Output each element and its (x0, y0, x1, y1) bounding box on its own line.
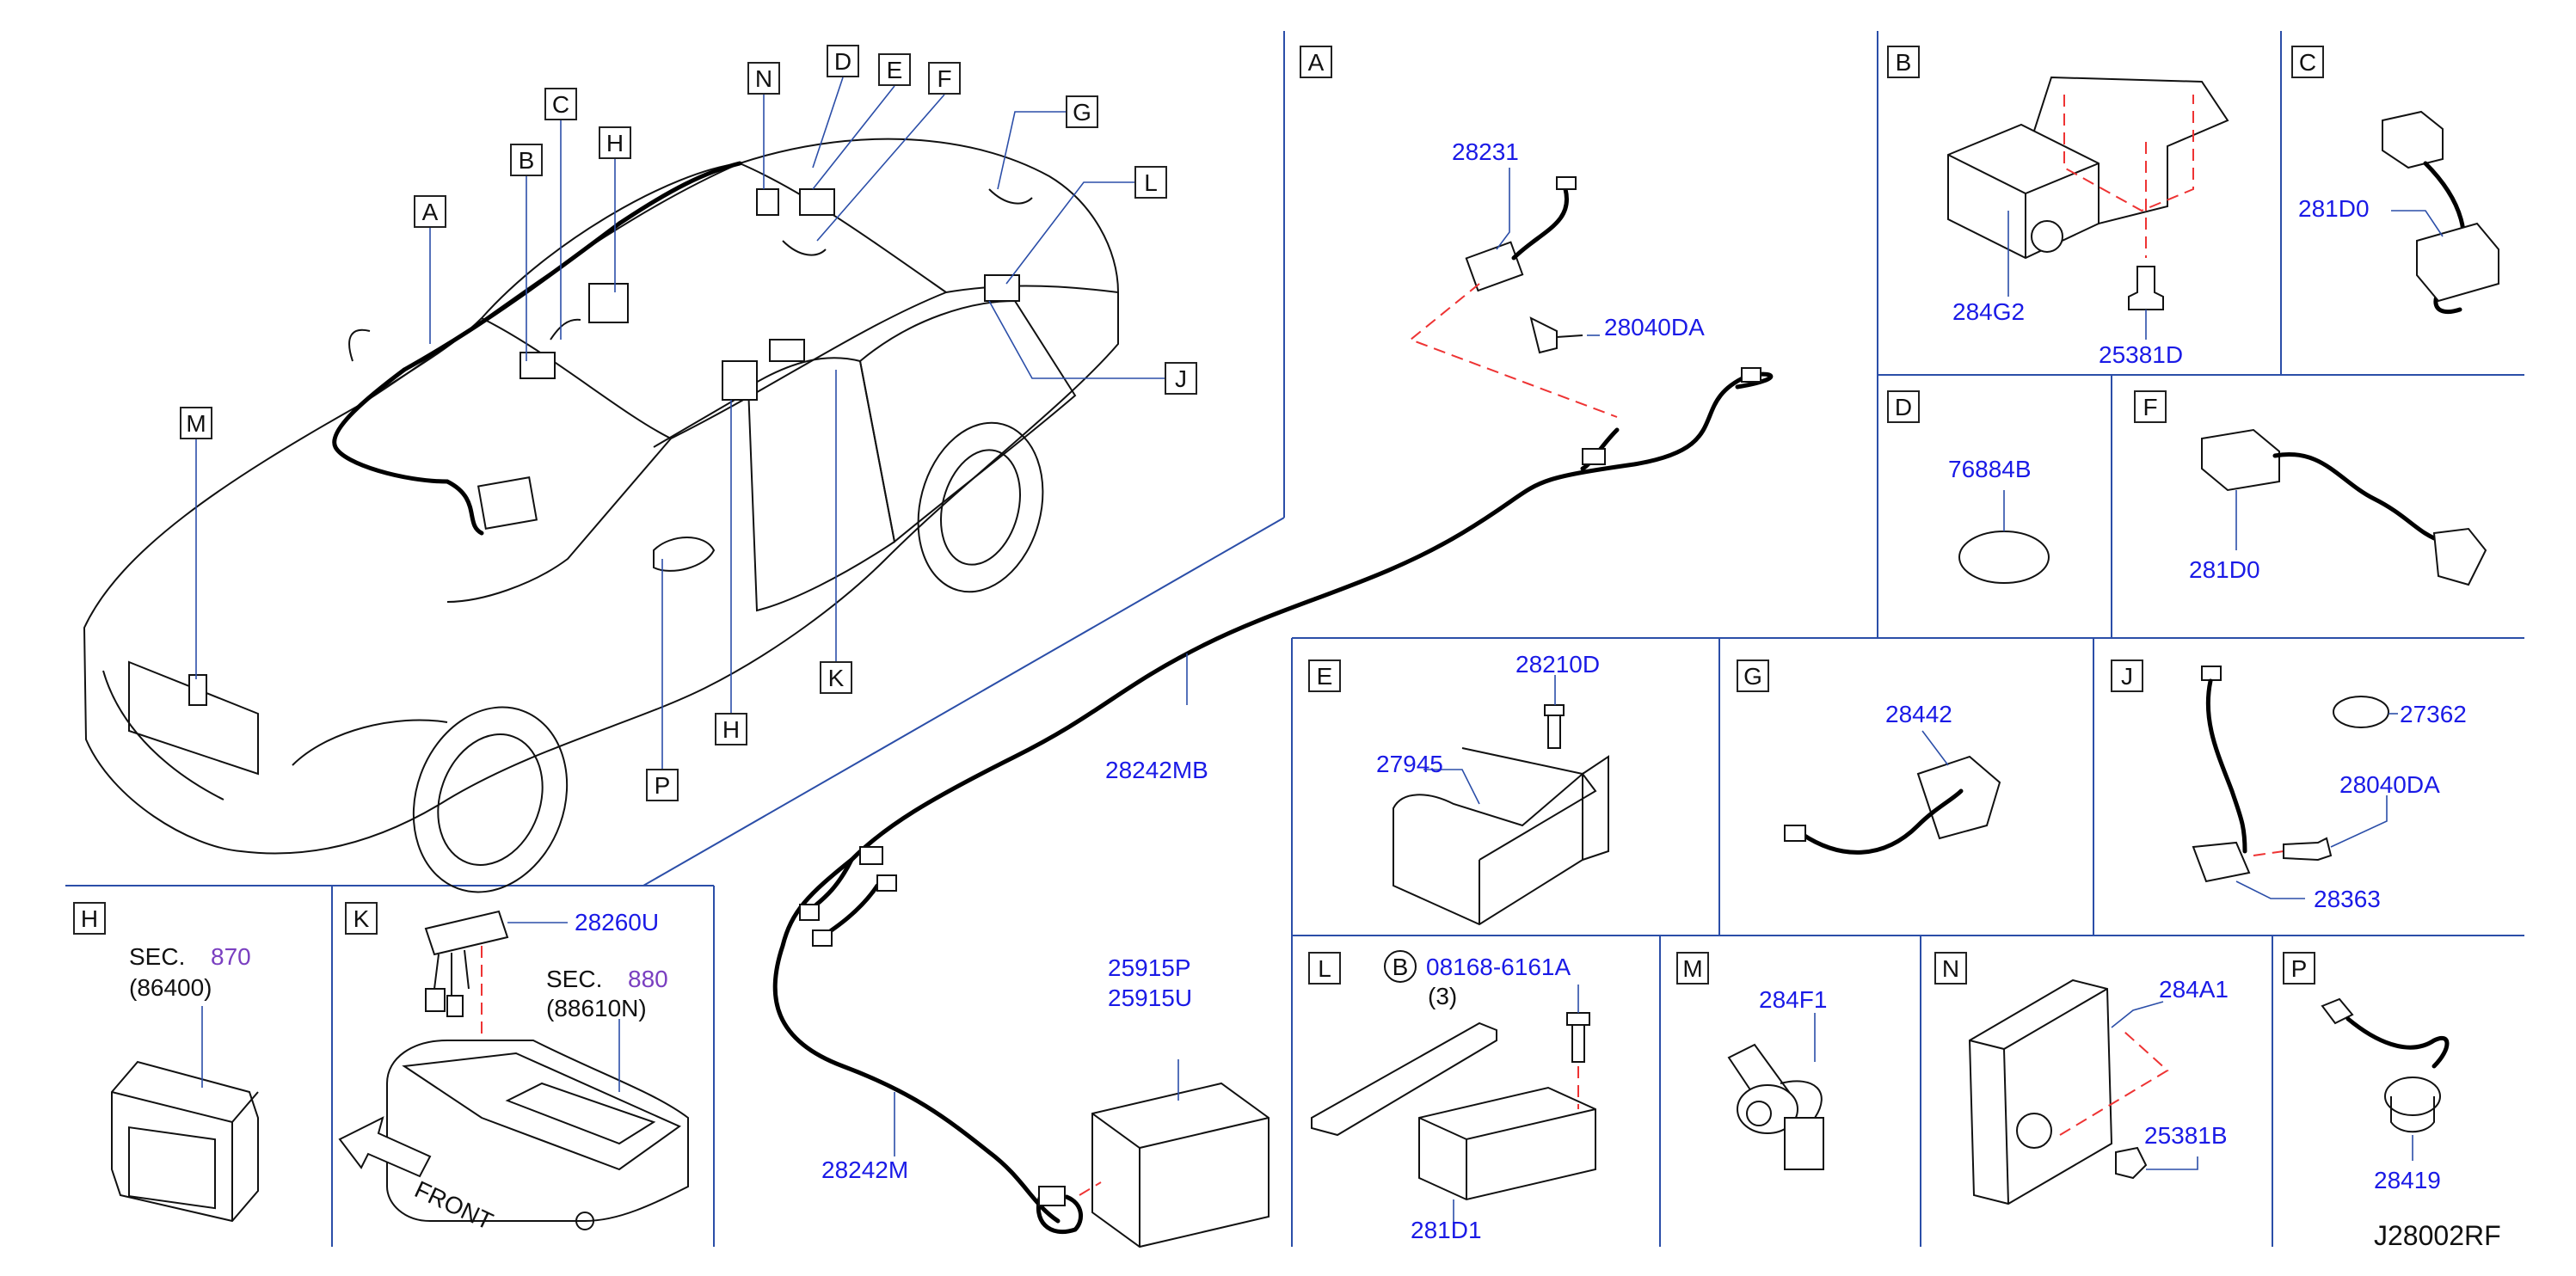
svg-text:28242M: 28242M (821, 1156, 908, 1183)
section-K: K 28260U SEC. 880 (88610N) FRONT (338, 902, 689, 1235)
svg-text:25381B: 25381B (2144, 1122, 2228, 1149)
svg-text:N: N (755, 65, 772, 92)
callout-A[interactable]: A (414, 195, 446, 228)
svg-text:D: D (834, 48, 851, 75)
section-J: J 27362 28040DA 28363 (2111, 659, 2467, 912)
svg-text:G: G (1073, 99, 1091, 126)
svg-text:H: H (81, 905, 98, 932)
svg-text:281D0: 281D0 (2189, 556, 2260, 583)
svg-text:E: E (887, 57, 903, 83)
svg-text:B: B (1393, 954, 1409, 980)
callout-J[interactable]: J (1165, 362, 1197, 395)
svg-text:M: M (186, 410, 206, 437)
svg-text:08168-6161A: 08168-6161A (1426, 954, 1571, 980)
section-B: B 284G2 25381D (1887, 46, 2229, 368)
svg-text:880: 880 (628, 966, 668, 992)
svg-text:K: K (828, 665, 845, 691)
section-C: C 281D0 (2291, 46, 2499, 315)
callout-F[interactable]: F (928, 62, 961, 95)
svg-text:P: P (655, 772, 671, 799)
svg-text:SEC.: SEC. (546, 966, 602, 992)
svg-text:(3): (3) (1428, 983, 1457, 1009)
callout-L[interactable]: L (1134, 166, 1167, 199)
callout-D[interactable]: D (827, 45, 859, 77)
svg-text:C: C (552, 91, 569, 118)
svg-text:N: N (1942, 955, 1959, 982)
callout-G[interactable]: G (1066, 95, 1098, 128)
svg-text:25915P: 25915P (1108, 954, 1191, 981)
svg-text:L: L (1318, 955, 1331, 982)
section-P: P 28419 (2283, 952, 2450, 1193)
svg-text:27362: 27362 (2400, 701, 2467, 727)
svg-text:B: B (519, 147, 535, 174)
car-callout-leaders (195, 77, 1165, 770)
section-N: N 284A1 25381B (1934, 952, 2229, 1205)
svg-text:25915U: 25915U (1108, 985, 1192, 1011)
svg-text:G: G (1743, 663, 1762, 690)
callout-B[interactable]: B (510, 144, 543, 176)
section-L: L B 08168-6161A (3) 281D1 (1308, 950, 1596, 1243)
svg-text:H: H (722, 716, 740, 743)
section-M: M 284F1 (1676, 952, 1827, 1170)
svg-text:D: D (1895, 394, 1912, 420)
svg-text:28040DA: 28040DA (1604, 314, 1705, 340)
callout-H-pillar[interactable]: H (715, 713, 747, 745)
callout-H-roof[interactable]: H (599, 126, 631, 159)
svg-text:E: E (1317, 663, 1333, 690)
front-arrow-icon (338, 1116, 432, 1178)
svg-text:F: F (2143, 394, 2157, 420)
svg-text:H: H (606, 130, 624, 156)
panel-separators (65, 31, 2524, 1247)
svg-text:281D0: 281D0 (2298, 195, 2370, 222)
svg-text:284G2: 284G2 (1952, 298, 2025, 325)
diagram-code: J28002RF (2374, 1220, 2501, 1251)
callout-E[interactable]: E (878, 53, 911, 86)
svg-text:J: J (2121, 663, 2133, 690)
svg-text:28242MB: 28242MB (1105, 757, 1208, 783)
callout-M[interactable]: M (180, 407, 212, 439)
svg-text:28419: 28419 (2374, 1167, 2441, 1193)
section-H: H SEC. 870 (86400) (73, 902, 259, 1223)
callout-P[interactable]: P (646, 769, 679, 801)
svg-text:27945: 27945 (1376, 751, 1443, 777)
svg-text:28210D: 28210D (1515, 651, 1600, 678)
svg-text:A: A (1308, 49, 1325, 76)
svg-text:28442: 28442 (1885, 701, 1952, 727)
section-F: F 281D0 (2134, 390, 2487, 586)
svg-text:28363: 28363 (2314, 886, 2381, 912)
svg-text:F: F (937, 65, 951, 92)
svg-text:B: B (1896, 49, 1912, 76)
svg-text:28260U: 28260U (575, 909, 659, 936)
svg-text:C: C (2299, 49, 2316, 76)
svg-text:K: K (354, 905, 370, 932)
svg-text:284A1: 284A1 (2159, 976, 2229, 1003)
svg-text:(86400): (86400) (129, 974, 212, 1001)
section-A: A 28231 28040DA 28242MB 28242M 25915P (772, 46, 1774, 1248)
callout-K[interactable]: K (820, 661, 852, 694)
svg-text:SEC.: SEC. (129, 943, 185, 970)
svg-text:M: M (1682, 955, 1702, 982)
vehicle-overview-drawing (83, 138, 1119, 893)
svg-text:28040DA: 28040DA (2339, 771, 2440, 798)
svg-text:A: A (422, 199, 439, 225)
section-G: G 28442 (1737, 659, 2001, 855)
svg-text:28231: 28231 (1452, 138, 1519, 165)
svg-text:870: 870 (211, 943, 251, 970)
svg-text:281D1: 281D1 (1411, 1217, 1482, 1243)
section-E: E 28210D 27945 (1308, 651, 1609, 926)
callout-C[interactable]: C (544, 88, 577, 120)
svg-text:76884B: 76884B (1948, 456, 2032, 482)
section-D: D 76884B (1887, 390, 2050, 584)
svg-text:(88610N): (88610N) (546, 995, 647, 1021)
svg-text:25381D: 25381D (2099, 341, 2183, 368)
callout-N[interactable]: N (747, 62, 780, 95)
svg-text:L: L (1144, 169, 1158, 196)
svg-text:J: J (1175, 365, 1187, 392)
svg-text:284F1: 284F1 (1759, 986, 1827, 1013)
svg-text:P: P (2291, 955, 2308, 982)
